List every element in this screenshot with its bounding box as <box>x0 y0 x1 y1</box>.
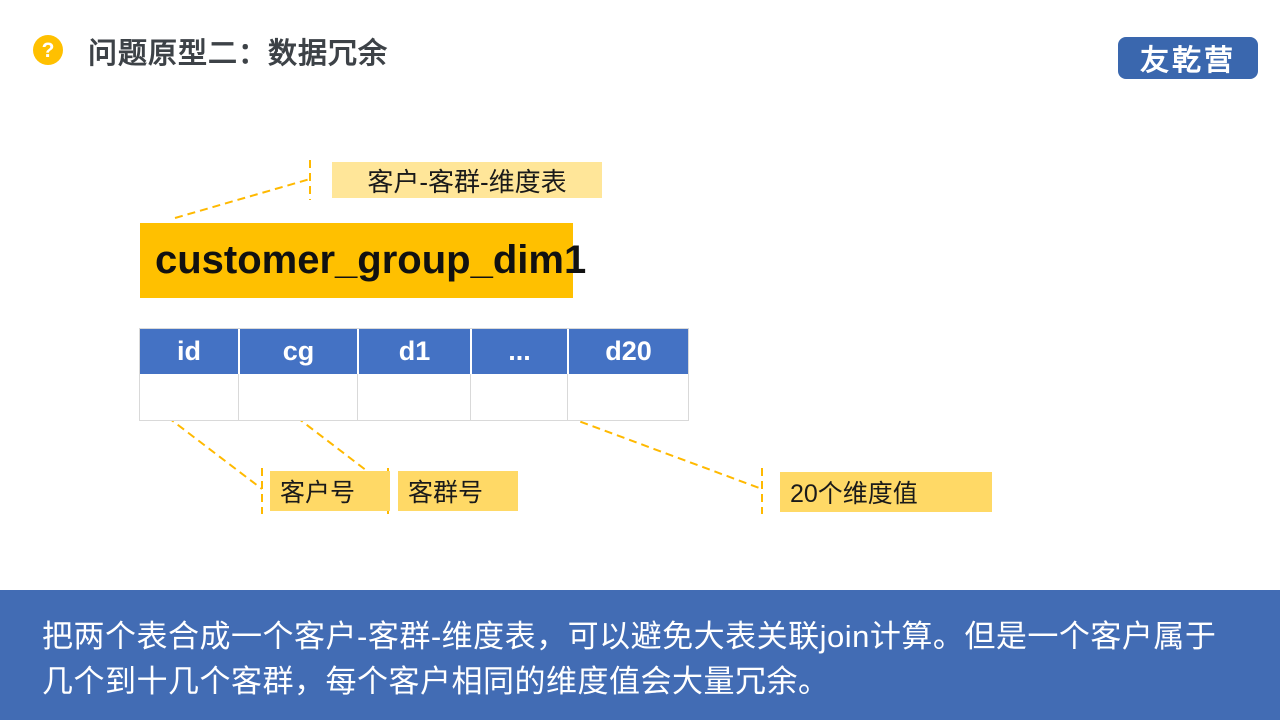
annotation-dims-text: 20个维度值 <box>790 480 918 508</box>
connector-id-diagonal <box>156 408 263 490</box>
empty-cell <box>357 374 470 420</box>
empty-cell <box>140 374 238 420</box>
schema-table: id cg d1 ... d20 <box>139 328 689 421</box>
empty-cell <box>238 374 357 420</box>
annotation-group-id: 客群号 <box>398 471 518 511</box>
annotation-dims: 20个维度值 <box>780 472 992 512</box>
schema-table-header-row: id cg d1 ... d20 <box>140 329 688 374</box>
question-mark-glyph: ? <box>41 38 55 62</box>
column-header-ellipsis: ... <box>470 329 567 374</box>
table-callout-text: 客户-客群-维度表 <box>367 166 567 197</box>
footer-note-text: 把两个表合成一个客户-客群-维度表，可以避免大表关联join计算。但是一个客户属… <box>42 619 1217 699</box>
empty-cell <box>567 374 688 420</box>
table-name-text: customer_group_dim1 <box>155 238 587 282</box>
empty-cell <box>470 374 567 420</box>
annotation-customer-id: 客户号 <box>270 471 390 511</box>
table-callout-label: 客户-客群-维度表 <box>332 162 602 198</box>
footer-note-banner: 把两个表合成一个客户-客群-维度表，可以避免大表关联join计算。但是一个客户属… <box>0 590 1280 720</box>
column-header-d1: d1 <box>357 329 470 374</box>
column-header-cg: cg <box>238 329 357 374</box>
schema-table-empty-row <box>140 374 688 420</box>
brand-logo-text: 友乾营 <box>1139 45 1236 77</box>
annotation-group-id-text: 客群号 <box>408 479 484 507</box>
annotation-customer-id-text: 客户号 <box>280 479 356 507</box>
column-header-id: id <box>177 336 201 366</box>
page-title: 问题原型二：数据冗余 <box>88 38 389 70</box>
column-header-d20: d20 <box>567 329 688 374</box>
connector-top-diagonal <box>174 178 311 219</box>
question-mark-icon: ? <box>33 35 63 65</box>
table-name-box: customer_group_dim1 <box>140 223 586 298</box>
brand-logo: 友乾营 <box>1118 37 1258 79</box>
